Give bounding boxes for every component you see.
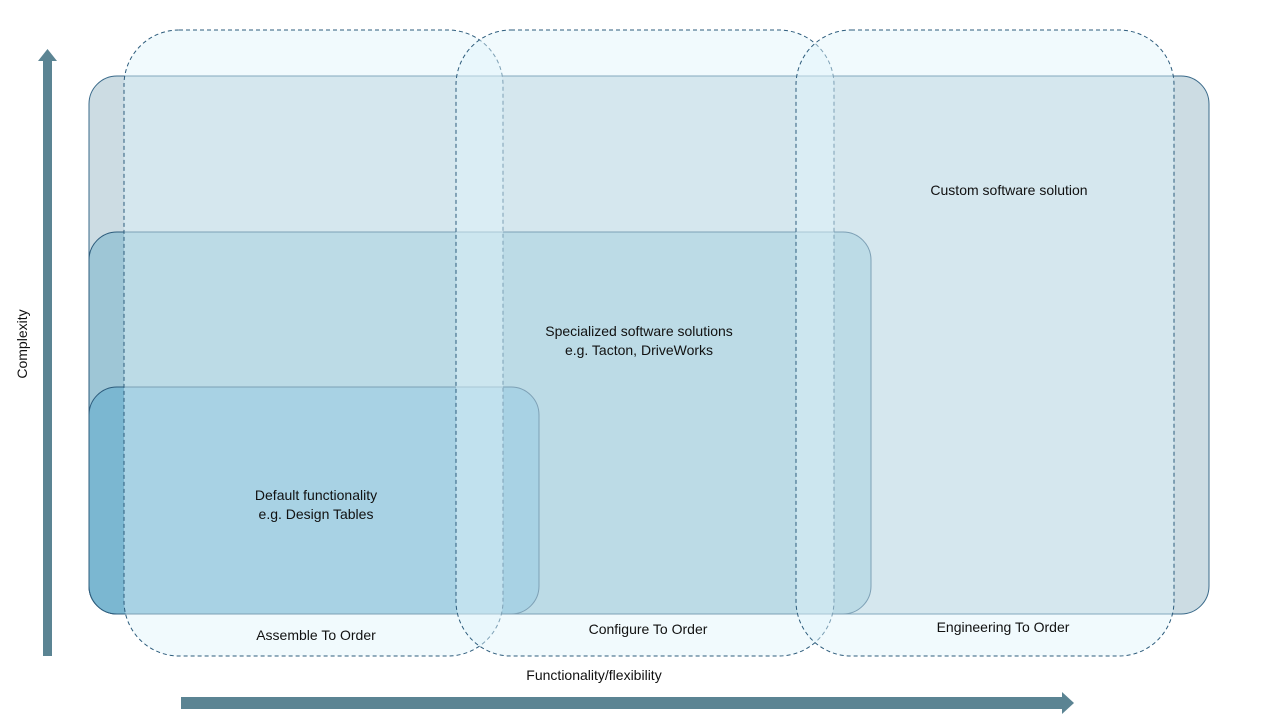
assemble-to-order-label: Assemble To Order bbox=[256, 627, 376, 643]
engineering-to-order-column bbox=[795, 29, 1175, 657]
configure-to-order-label: Configure To Order bbox=[588, 621, 708, 637]
x-axis-label: Functionality/flexibility bbox=[526, 667, 662, 683]
assemble-to-order-column bbox=[123, 29, 504, 657]
default-functionality-region bbox=[88, 386, 540, 615]
specialized-solution-title: Specialized software solutions bbox=[545, 323, 733, 339]
specialized-solution-example: e.g. Tacton, DriveWorks bbox=[564, 342, 714, 358]
specialized-solution-label: Specialized software solutions e.g. Tact… bbox=[545, 322, 733, 360]
y-axis-arrow bbox=[38, 49, 57, 656]
default-functionality-label: Default functionality e.g. Design Tables bbox=[255, 486, 377, 524]
default-functionality-example: e.g. Design Tables bbox=[258, 506, 374, 522]
custom-solution-title: Custom software solution bbox=[930, 182, 1088, 198]
x-axis-arrow bbox=[181, 692, 1074, 714]
engineering-to-order-label: Engineering To Order bbox=[936, 619, 1070, 635]
custom-solution-label: Custom software solution bbox=[930, 181, 1087, 200]
y-axis-label: Complexity bbox=[14, 309, 30, 379]
configure-to-order-column bbox=[455, 29, 835, 657]
default-functionality-title: Default functionality bbox=[254, 487, 378, 503]
